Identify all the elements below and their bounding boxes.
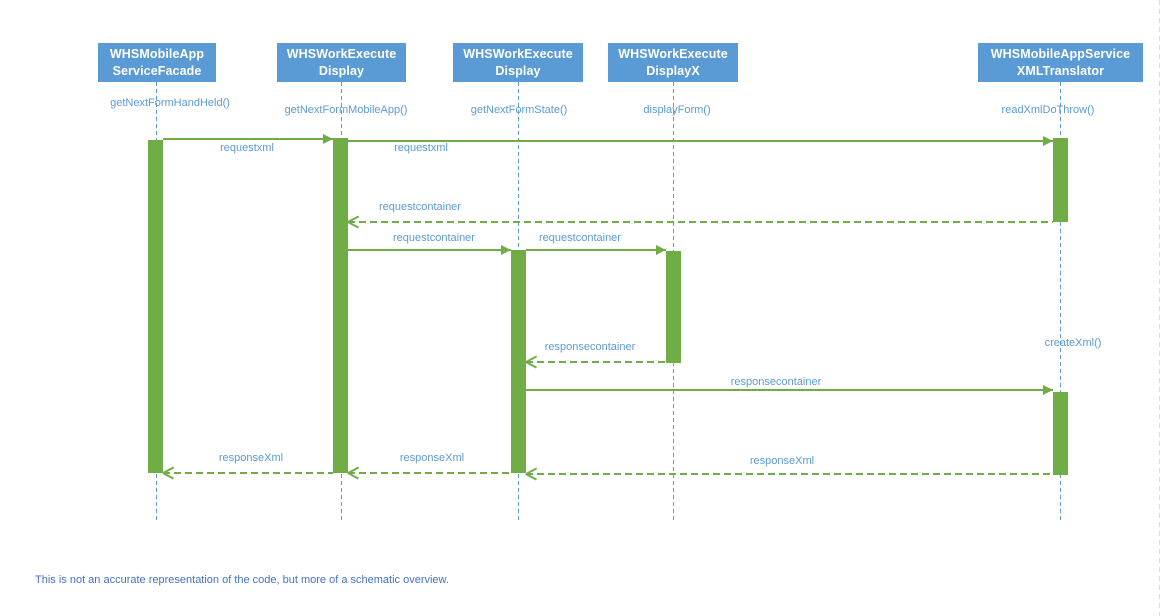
actor-name-line: Display bbox=[495, 63, 541, 78]
message-line bbox=[163, 138, 333, 140]
arrowhead-solid bbox=[501, 245, 511, 255]
activation-bar bbox=[148, 140, 163, 473]
message-label: responseXml bbox=[218, 452, 284, 464]
activation-bar bbox=[666, 251, 681, 363]
activation-bar bbox=[1053, 138, 1068, 222]
message-label: requestcontainer bbox=[393, 232, 475, 244]
message-label: requestcontainer bbox=[379, 201, 461, 213]
operation-label-whs-mobile-app-service-facade: getNextFormHandHeld() bbox=[110, 97, 230, 109]
actor-name-line: WHSWorkExecute bbox=[463, 46, 573, 61]
message-line bbox=[348, 249, 511, 251]
free-label: createXml() bbox=[1044, 337, 1102, 349]
message-label: responsecontainer bbox=[730, 376, 822, 388]
message-label: requestcontainer bbox=[539, 232, 621, 244]
arrowhead-open bbox=[526, 356, 538, 368]
actor-name-line: DisplayX bbox=[646, 63, 700, 78]
actor-name-line: XMLTranslator bbox=[1016, 63, 1105, 78]
arrowhead-solid bbox=[1043, 136, 1053, 146]
message-label: responsecontainer bbox=[544, 341, 636, 353]
operation-label-whs-mobile-app-service-xml-translator: readXmlDoThrow() bbox=[1001, 104, 1095, 116]
operation-label-whs-work-execute-display-2: getNextFormState() bbox=[470, 104, 568, 116]
message-line bbox=[526, 473, 1053, 475]
activation-bar bbox=[1053, 392, 1068, 475]
actor-name-line: WHSWorkExecute bbox=[286, 46, 397, 61]
actor-name-line: WHSMobileApp bbox=[109, 46, 205, 61]
arrowhead-solid bbox=[323, 134, 333, 144]
lifeline-whs-mobile-app-service-xml-translator bbox=[1059, 82, 1061, 520]
arrowhead-open bbox=[163, 467, 175, 479]
message-line bbox=[526, 389, 1053, 391]
message-line bbox=[526, 361, 666, 363]
message-line bbox=[348, 140, 1053, 142]
message-label: requestxml bbox=[394, 142, 448, 154]
actor-name-line: WHSMobileAppService bbox=[990, 46, 1131, 61]
message-label: requestxml bbox=[220, 142, 274, 154]
arrowhead-open bbox=[348, 216, 360, 228]
message-line bbox=[163, 472, 333, 474]
operation-label-whs-work-execute-displayx: displayForm() bbox=[643, 104, 711, 116]
message-line bbox=[526, 249, 666, 251]
activation-bar bbox=[511, 250, 526, 473]
footnote: This is not an accurate representation o… bbox=[35, 574, 449, 586]
message-label: responseXml bbox=[399, 452, 465, 464]
page-break-line bbox=[1159, 0, 1160, 616]
activation-bar bbox=[333, 138, 348, 473]
arrowhead-solid bbox=[1043, 385, 1053, 395]
actor-name-line: WHSWorkExecute bbox=[618, 46, 728, 61]
actor-name-line: ServiceFacade bbox=[112, 63, 202, 78]
message-line bbox=[348, 221, 1053, 223]
message-label: responseXml bbox=[749, 455, 815, 467]
arrowhead-open bbox=[526, 468, 538, 480]
actor-name-line: Display bbox=[318, 63, 365, 78]
arrowhead-open bbox=[348, 467, 360, 479]
operation-label-whs-work-execute-display-1: getNextFormMobileApp() bbox=[284, 104, 408, 116]
message-line bbox=[348, 472, 511, 474]
arrowhead-solid bbox=[656, 245, 666, 255]
